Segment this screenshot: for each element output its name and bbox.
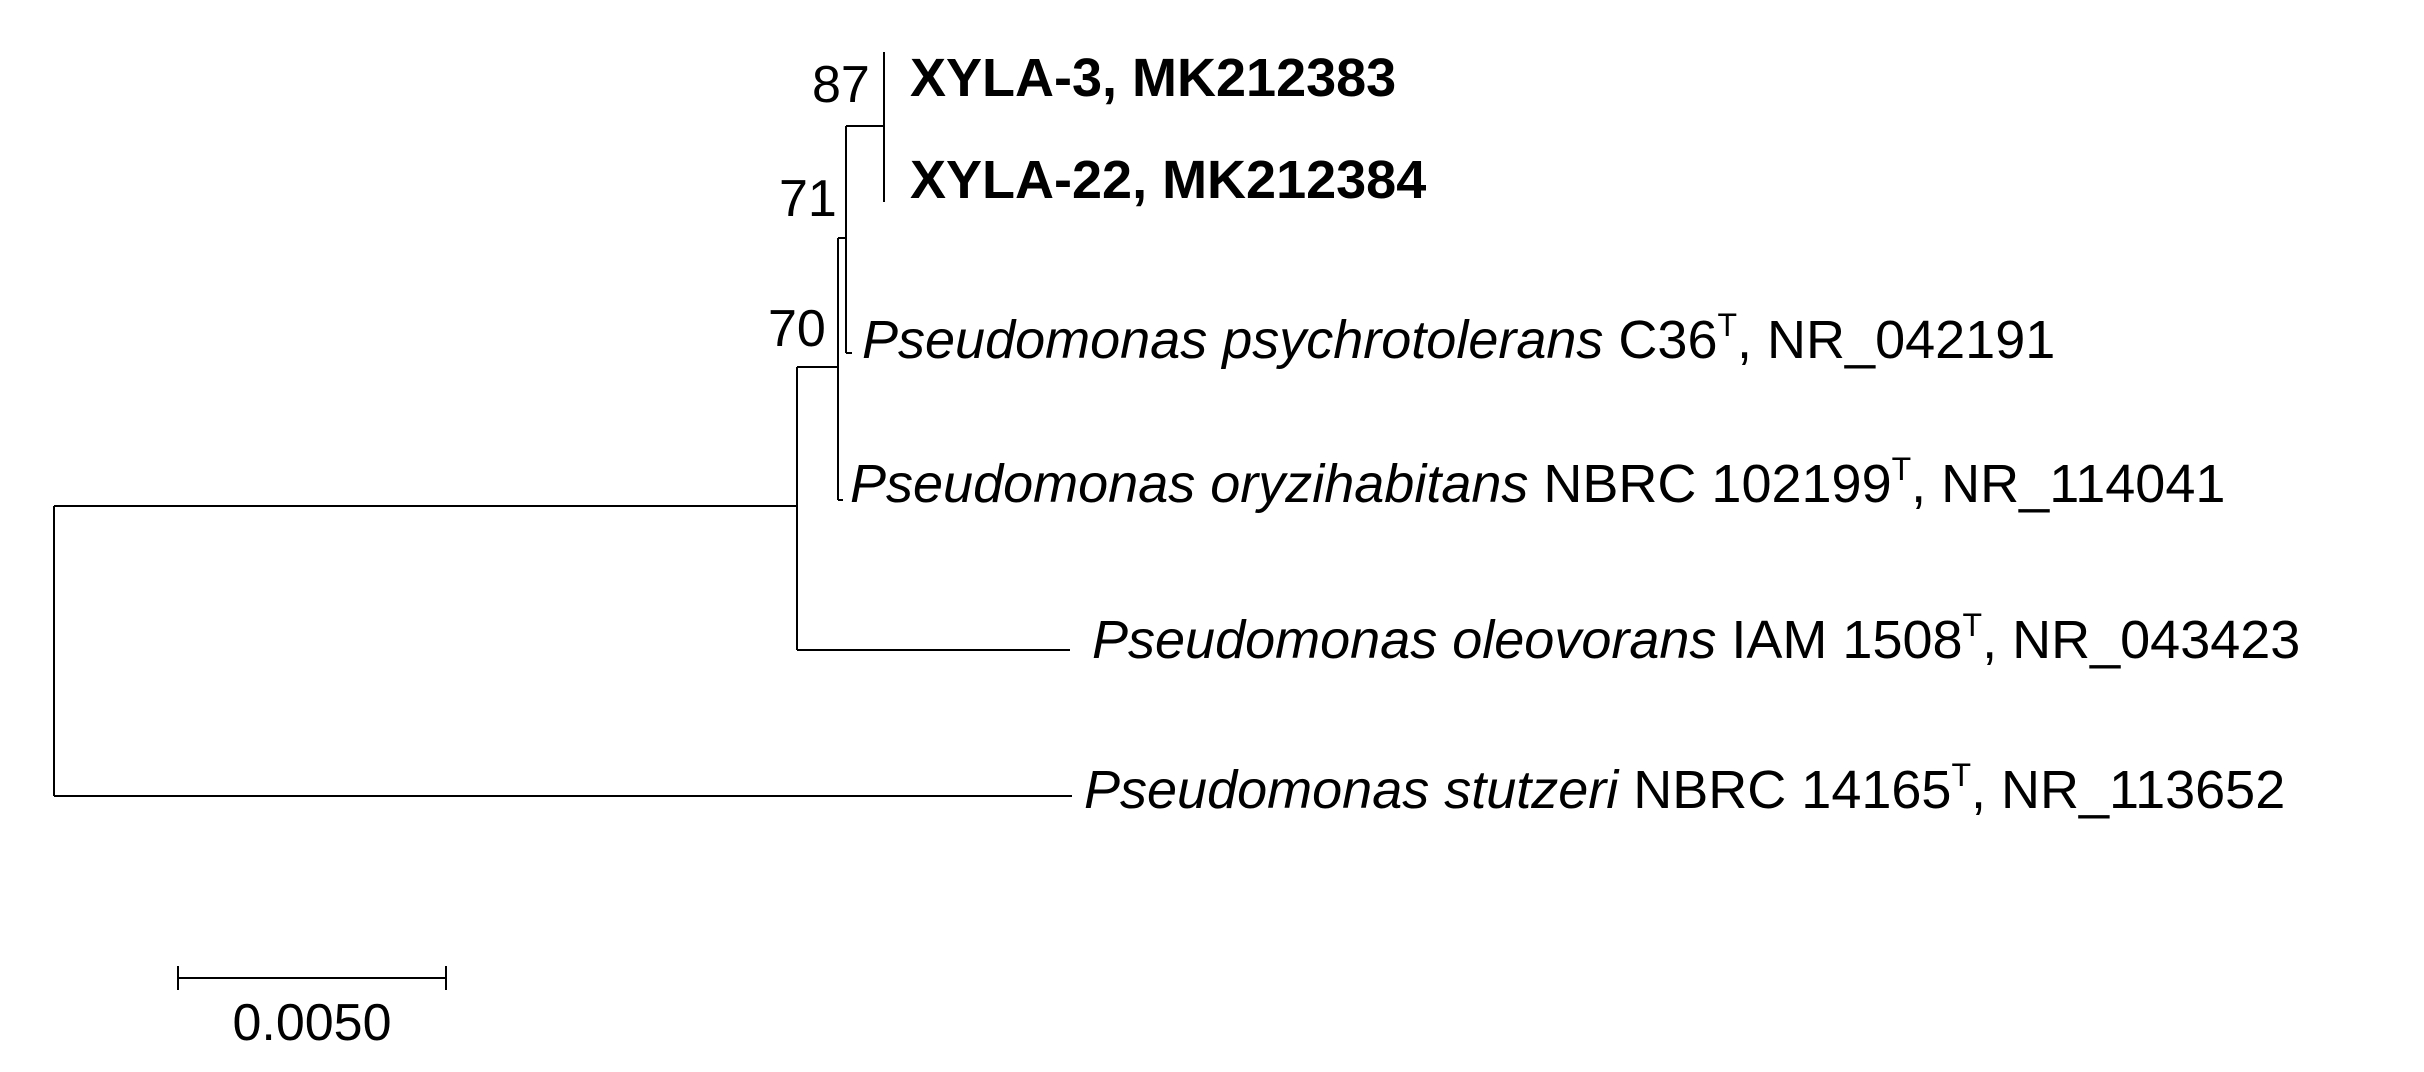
- type-strain-mark: T: [1718, 307, 1738, 343]
- species-name: Pseudomonas stutzeri: [1084, 760, 1620, 820]
- type-strain-mark: T: [1892, 451, 1912, 487]
- taxon-label-xyla22: XYLA-22, MK212384: [910, 150, 1426, 210]
- scale-bar: 0.0050: [177, 966, 447, 1052]
- bootstrap-71: 71: [779, 170, 837, 228]
- accession-number: , NR_043423: [1982, 610, 2300, 670]
- taxon-label-stutzeri: Pseudomonas stutzeri NBRC 14165T, NR_113…: [1084, 757, 2285, 820]
- scale-bar-label: 0.0050: [232, 994, 391, 1052]
- taxon-label-psychrotolerans: Pseudomonas psychrotolerans C36T, NR_042…: [862, 307, 2055, 370]
- accession-number: , NR_114041: [1911, 454, 2225, 514]
- taxon-label-xyla3: XYLA-3, MK212383: [910, 48, 1396, 108]
- accession-number: , NR_042191: [1737, 310, 2055, 370]
- type-strain-mark: T: [1963, 607, 1983, 643]
- species-name: Pseudomonas oryzihabitans: [850, 454, 1528, 514]
- strain-name: C36: [1603, 310, 1717, 370]
- taxon-labels: XYLA-3, MK212383 XYLA-22, MK212384 Pseud…: [850, 48, 2300, 820]
- species-name: Pseudomonas oleovorans: [1092, 610, 1716, 670]
- bootstrap-values: 87 71 70: [768, 56, 870, 358]
- accession-number: , NR_113652: [1971, 760, 2285, 820]
- taxon-label-oleovorans: Pseudomonas oleovorans IAM 1508T, NR_043…: [1092, 607, 2300, 670]
- taxon-label-oryzihabitans: Pseudomonas oryzihabitans NBRC 102199T, …: [850, 451, 2225, 514]
- species-name: Pseudomonas psychrotolerans: [862, 310, 1603, 370]
- strain-name: NBRC 14165: [1618, 760, 1951, 820]
- bootstrap-87: 87: [812, 56, 870, 114]
- strain-name: NBRC 102199: [1528, 454, 1891, 514]
- type-strain-mark: T: [1951, 757, 1971, 793]
- tree-branches: [53, 52, 1072, 797]
- strain-name: IAM 1508: [1716, 610, 1962, 670]
- bootstrap-70: 70: [768, 300, 826, 358]
